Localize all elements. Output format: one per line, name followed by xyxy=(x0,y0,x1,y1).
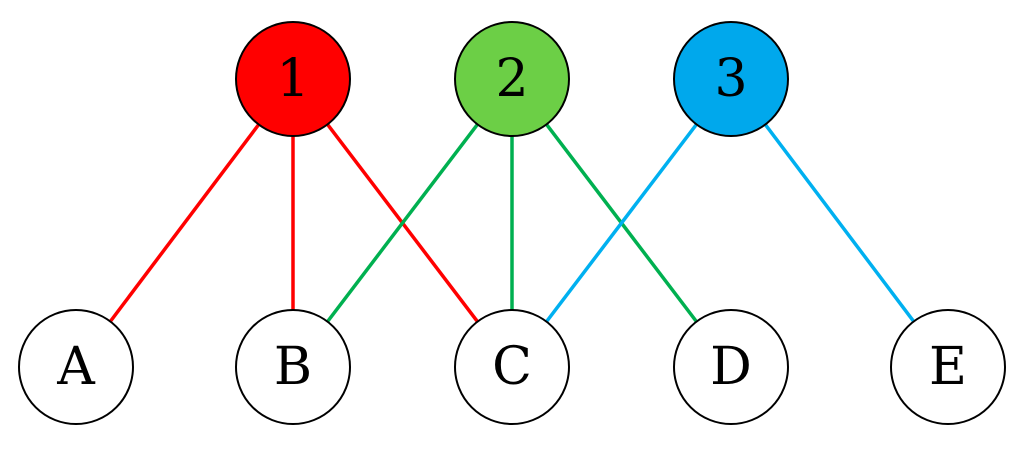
edge-3-C xyxy=(510,77,733,369)
node-circle-1 xyxy=(235,21,351,137)
node-E: E xyxy=(890,309,1006,425)
edge-1-A xyxy=(74,77,295,369)
node-circle-E xyxy=(890,309,1006,425)
node-circle-D xyxy=(673,309,789,425)
node-label-B: B xyxy=(274,337,312,397)
node-label-2: 2 xyxy=(495,49,528,109)
node-A: A xyxy=(18,309,134,425)
node-label-E: E xyxy=(929,337,967,397)
node-label-D: D xyxy=(710,337,752,397)
node-circle-C xyxy=(454,309,570,425)
node-3: 3 xyxy=(673,21,789,137)
node-circle-B xyxy=(235,309,351,425)
node-label-C: C xyxy=(492,337,532,397)
node-2: 2 xyxy=(454,21,570,137)
node-circle-2 xyxy=(454,21,570,137)
nodes-layer: 1 2 3A B C D E xyxy=(18,21,1006,425)
node-label-1: 1 xyxy=(276,49,309,109)
node-1: 1 xyxy=(235,21,351,137)
node-B: B xyxy=(235,309,351,425)
node-circle-3 xyxy=(673,21,789,137)
node-label-A: A xyxy=(56,337,96,397)
edge-3-E xyxy=(729,77,950,369)
node-D: D xyxy=(673,309,789,425)
node-label-3: 3 xyxy=(714,49,747,109)
edge-2-B xyxy=(291,77,514,369)
node-C: C xyxy=(454,309,570,425)
node-circle-A xyxy=(18,309,134,425)
